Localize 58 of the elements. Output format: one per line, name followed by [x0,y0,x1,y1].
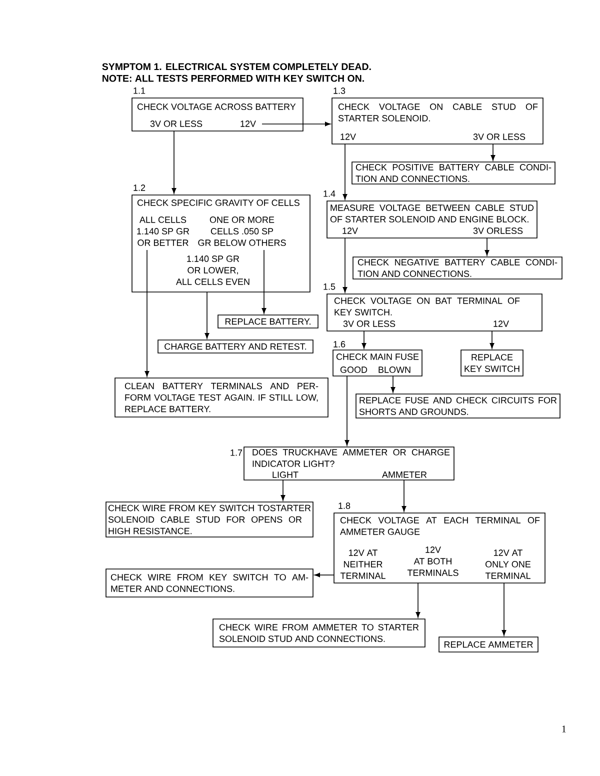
step-number: 1.7 [230,450,242,456]
branch-label: 3V ORLESS [473,228,523,234]
branch-label: 12V AT ONLY ONE TERMINAL [485,550,531,579]
arrow [280,480,286,501]
page-number: 1 [562,726,566,732]
arrow [172,130,176,194]
step-number: 1.2 [134,184,146,191]
arrow [344,376,350,446]
branch-label: 12V [342,228,358,234]
action-box: REPLACE AMMETER [438,636,538,652]
branch-label: ONE OR MORE CELLS .050 SP GR BELOW OTHERS [198,216,286,246]
arrow [490,144,496,161]
branch-label: BLOWN [378,366,410,373]
arrow [262,122,331,126]
arrow [314,572,334,578]
action-box: CLEAN BATTERY TERMINALS AND PER- FORM VOLTAGE TEST AGAIN. IF STILL LOW, REPLACE BATTERY. [114,378,328,418]
branch-label: 3V OR LESS [150,120,202,127]
action-box: CHECK POSITIVE BATTERY CABLE CONDI- TION AND CONNECTIONS. [352,162,556,184]
step-number: 1.3 [334,88,346,94]
step-number: 1.8 [338,502,350,509]
branch-label: LIGHT [272,472,298,478]
branch-label: 12V AT BOTH TERMINALS [407,546,458,576]
branch-label: 12V [240,120,256,127]
action-box: CHARGE BATTERY AND RETEST. [158,340,314,354]
arrow [490,330,494,349]
arrow [484,238,490,256]
step-number: 1.5 [324,284,336,290]
arrow [416,582,420,618]
branch-label: 12V [340,134,356,140]
branch-label: 3V OR LESS [473,134,526,140]
arrow [342,144,348,200]
branch-label: 3V OR LESS [343,320,396,327]
action-box: REPLACE BATTERY. [218,314,318,328]
branch-label: 12V [494,320,509,327]
arrow [262,250,266,314]
step-number: 1.6 [334,341,346,348]
branch-label: 1.140 SP GR OR LOWER, ALL CELLS EVEN [176,256,250,285]
action-box: REPLACE FUSE AND CHECK CIRCUITS FOR SHORTS AND GROUNDS. [356,394,560,418]
branch-label: ALL CELLS 1.140 SP GR OR BETTER [137,216,190,246]
action-box: CHECK NEGATIVE BATTERY CABLE CONDI- TION AND CONNECTIONS. [352,256,562,280]
branch-label: 12V AT NEITHER TERMINAL [340,550,386,579]
arrow [144,250,150,377]
step-number: 1.1 [134,88,146,94]
branch-label: AMMETER [382,472,427,478]
note-text: NOTE: ALL TESTS PERFORMED WITH KEY SWITCH ON. [102,74,364,82]
action-box: CHECK WIRE FROM KEY SWITCH TO AM- METER AND CONNECTIONS. [106,568,314,598]
action-box: CHECK WIRE FROM AMMETER TO STARTER SOLENOID STUD AND CONNECTIONS. [212,618,426,648]
action-box: CHECK WIRE FROM KEY SWITCH TOSTARTER SOLENOID CABLE STUD FOR OPENS OR HIGH RESISTANCE. [106,502,314,538]
title: SYMPTOM 1. ELECTRICAL SYSTEM COMPLETELY DEAD. [102,63,371,70]
step-number: 1.4 [324,190,336,197]
action-box: REPLACE KEY SWITCH [460,350,524,376]
arrow [342,238,348,293]
branch-label: GOOD [340,366,368,373]
arrow [390,376,396,393]
arrow [402,480,406,512]
arrow [204,292,210,339]
arrow [362,330,366,349]
arrow [502,582,506,636]
